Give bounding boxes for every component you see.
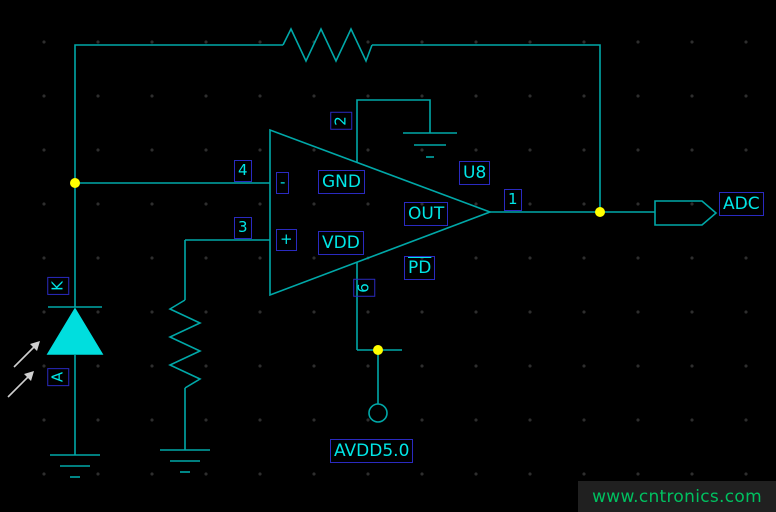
ground-symbol-bias[interactable] — [160, 449, 210, 473]
light-arrow-2 — [7, 373, 32, 398]
inverting-input-mark[interactable]: - — [276, 172, 290, 194]
adc-port-label[interactable]: ADC — [719, 192, 764, 217]
opamp-designator[interactable]: U8 — [459, 161, 491, 186]
opamp-triangle[interactable] — [269, 128, 493, 297]
photodiode[interactable] — [7, 306, 104, 398]
pin1-name-out[interactable]: OUT — [404, 202, 449, 227]
pin6-name-pd[interactable]: PD — [404, 256, 436, 281]
light-arrow-1 — [13, 343, 38, 368]
ground-symbol-photodiode[interactable] — [50, 454, 100, 478]
pin6-number[interactable]: 6 — [353, 279, 375, 297]
wire-pin2-ground[interactable] — [356, 99, 431, 163]
junction-dot-input[interactable] — [70, 178, 80, 188]
photodiode-anode-label[interactable]: A — [47, 367, 69, 387]
ground-symbol-pin2[interactable] — [403, 132, 457, 158]
watermark-text: www.cntronics.com — [592, 486, 762, 507]
pin4-number[interactable]: 4 — [234, 160, 252, 182]
light-arrowhead-2 — [24, 371, 34, 381]
photodiode-body[interactable] — [46, 307, 104, 355]
light-arrowhead-1 — [30, 341, 40, 351]
power-port-circle[interactable] — [368, 403, 388, 423]
wire-feedback-right[interactable] — [372, 44, 601, 212]
noninverting-input-mark[interactable]: + — [276, 229, 297, 251]
junction-dot-output[interactable] — [595, 207, 605, 217]
watermark-strip: www.cntronics.com — [578, 481, 776, 512]
adc-port[interactable] — [654, 200, 718, 226]
power-net-label[interactable]: AVDD5.0 — [330, 439, 414, 464]
pin4-name-gnd[interactable]: GND — [318, 170, 365, 195]
feedback-resistor[interactable] — [282, 27, 373, 64]
pin3-name-vdd[interactable]: VDD — [318, 231, 364, 256]
junction-dot-power[interactable] — [373, 345, 383, 355]
wire-feedback-left[interactable] — [74, 44, 283, 307]
pin1-number[interactable]: 1 — [504, 189, 522, 211]
bias-resistor[interactable] — [168, 299, 202, 389]
photodiode-cathode-label[interactable]: K — [47, 277, 69, 295]
pin3-number[interactable]: 3 — [234, 217, 252, 239]
pin2-number[interactable]: 2 — [330, 112, 352, 130]
